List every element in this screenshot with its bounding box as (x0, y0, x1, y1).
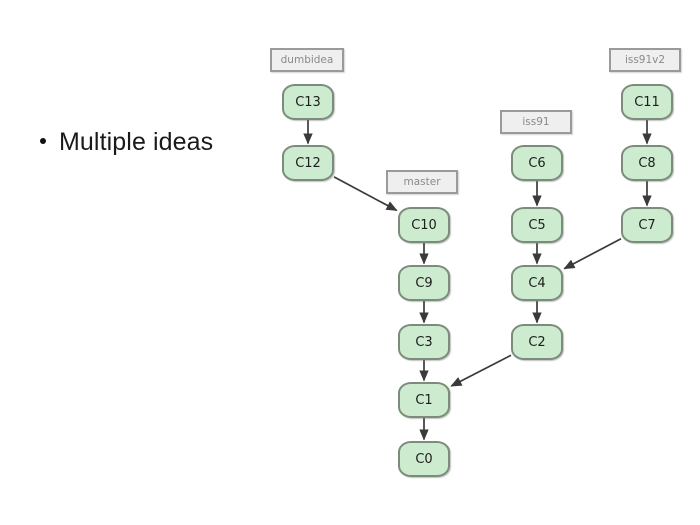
branch-label-iss91v2[interactable]: iss91v2 (609, 48, 681, 72)
commit-node-C7[interactable]: C7 (621, 207, 673, 243)
bullet-text-label: Multiple ideas (59, 128, 214, 156)
branch-label-iss91[interactable]: iss91 (500, 110, 572, 134)
commit-node-C11[interactable]: C11 (621, 84, 673, 120)
commit-node-C0[interactable]: C0 (398, 441, 450, 477)
commit-node-C4[interactable]: C4 (511, 265, 563, 301)
edge-C2-to-C1 (450, 354, 512, 387)
commit-node-C2[interactable]: C2 (511, 324, 563, 360)
edge-C7-to-C4 (563, 237, 622, 270)
commit-node-C6[interactable]: C6 (511, 145, 563, 181)
commit-node-C9[interactable]: C9 (398, 265, 450, 301)
bullet-list-item: Multiple ideas (40, 130, 213, 155)
bullet-marker-icon (40, 138, 46, 144)
commit-node-C10[interactable]: C10 (398, 207, 450, 243)
branch-label-dumbidea[interactable]: dumbidea (270, 48, 344, 72)
commit-node-C13[interactable]: C13 (282, 84, 334, 120)
commit-node-C3[interactable]: C3 (398, 324, 450, 360)
branch-label-master[interactable]: master (386, 170, 458, 194)
commit-node-C5[interactable]: C5 (511, 207, 563, 243)
commit-node-C1[interactable]: C1 (398, 382, 450, 418)
commit-node-C12[interactable]: C12 (282, 145, 334, 181)
commit-node-C8[interactable]: C8 (621, 145, 673, 181)
